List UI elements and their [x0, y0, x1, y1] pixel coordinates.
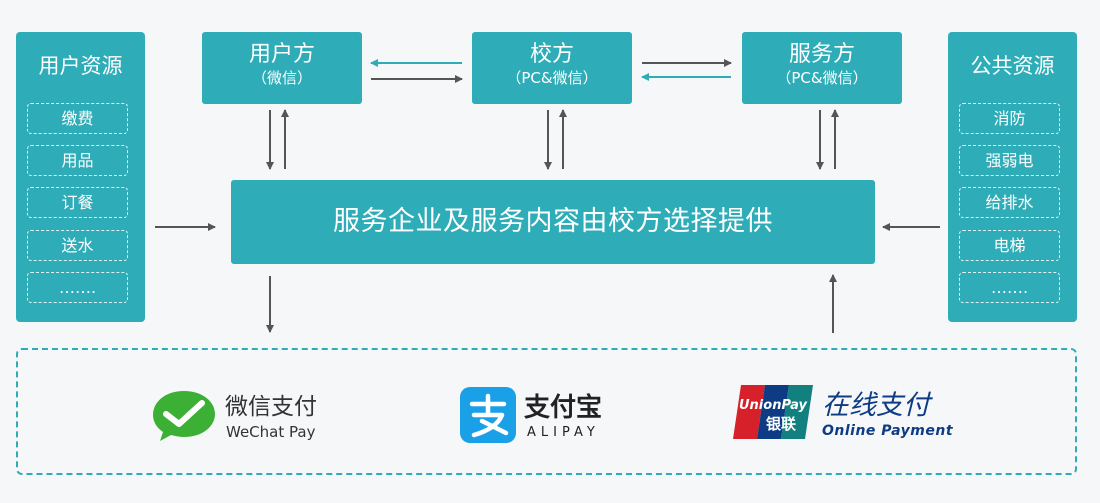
wechat-pay-icon	[153, 391, 215, 441]
user-party-subtitle: （微信）	[251, 69, 312, 87]
school-party-title: 校方	[529, 42, 574, 67]
user-party-box: 用户方 （微信）	[202, 32, 362, 104]
user-party-title: 用户方	[248, 42, 315, 67]
public-resources-title: 公共资源	[970, 54, 1055, 78]
unionpay-name: 在线支付	[822, 390, 930, 421]
center-service-label: 服务企业及服务内容由校方选择提供	[333, 206, 773, 237]
user-resources-panel: 用户资源 缴费 用品 订餐 送水 …….	[16, 32, 145, 322]
public-resources-panel: 公共资源 消防 强弱电 给排水 电梯 …….	[948, 32, 1077, 322]
user-resources-title: 用户资源	[38, 54, 123, 78]
unionpay-logo-bottom: 银联	[766, 415, 797, 433]
public-resource-item: 电梯	[959, 230, 1060, 261]
public-resource-item: …….	[959, 272, 1060, 303]
service-party-subtitle: （PC&微信）	[776, 69, 868, 87]
wechat-pay-name: 微信支付	[225, 394, 317, 420]
alipay-en: ALIPAY	[527, 425, 600, 440]
unionpay-en: Online Payment	[822, 423, 954, 439]
wechat-pay-en: WeChat Pay	[226, 423, 316, 441]
user-resource-item: 缴费	[27, 103, 128, 134]
alipay-icon	[460, 387, 516, 443]
service-party-title: 服务方	[788, 42, 855, 67]
user-resource-item: 用品	[27, 145, 128, 176]
public-resource-item: 消防	[959, 103, 1060, 134]
school-party-box: 校方 （PC&微信）	[472, 32, 632, 104]
service-party-box: 服务方 （PC&微信）	[742, 32, 902, 104]
center-service-box: 服务企业及服务内容由校方选择提供	[231, 180, 875, 264]
public-resource-item: 给排水	[959, 187, 1060, 218]
public-resource-item: 强弱电	[959, 145, 1060, 176]
school-party-subtitle: （PC&微信）	[506, 69, 598, 87]
payment-methods-frame	[16, 348, 1077, 475]
user-resource-item: 送水	[27, 230, 128, 261]
unionpay-logo-icon	[733, 385, 813, 439]
alipay-name: 支付宝	[524, 393, 603, 423]
user-resource-item: …….	[27, 272, 128, 303]
unionpay-logo-top: UnionPay	[739, 398, 807, 413]
user-resource-item: 订餐	[27, 187, 128, 218]
